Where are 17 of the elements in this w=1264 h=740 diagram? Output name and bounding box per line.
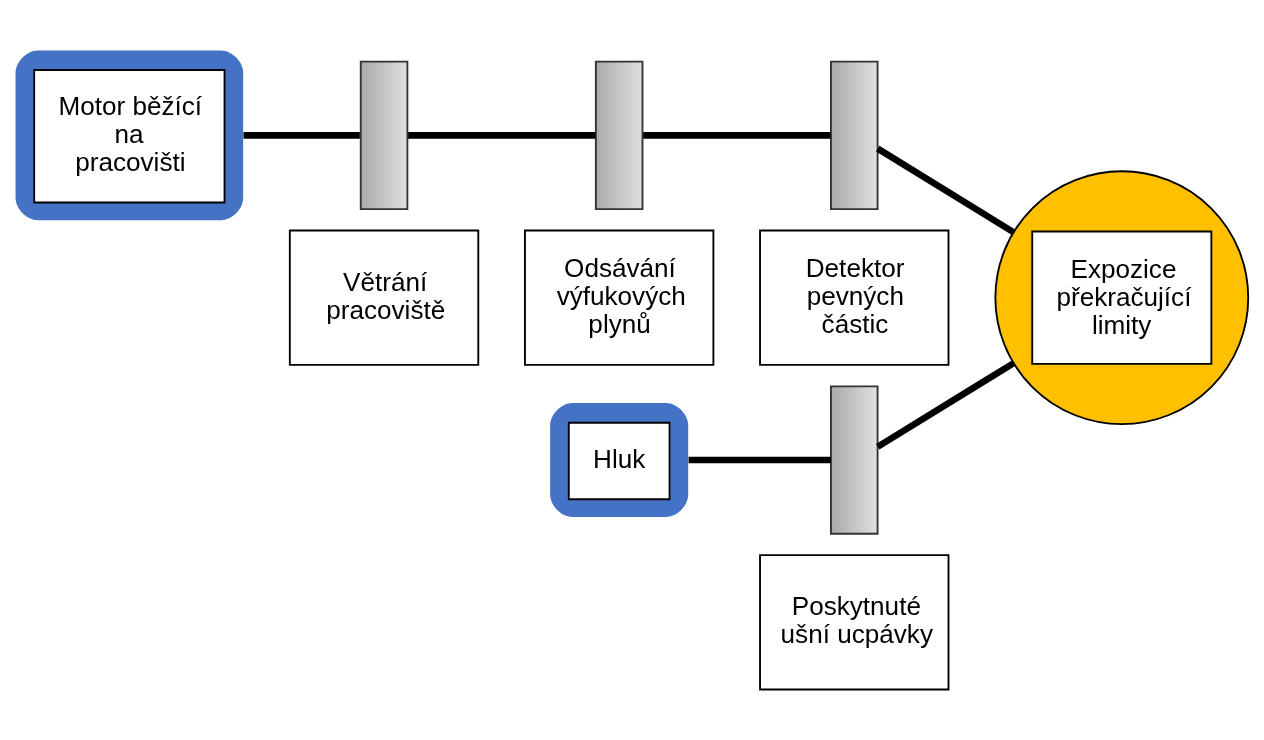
connector [643, 132, 831, 139]
node-bar [594, 60, 644, 210]
node-box: Motor běžící na pracovišti [15, 50, 244, 221]
node-bar [830, 60, 879, 210]
node-circle: Expozice překračující limity [994, 170, 1250, 426]
node-box: Hluk [550, 403, 689, 517]
node-bar [359, 60, 409, 210]
connector [408, 132, 596, 139]
connector [243, 132, 360, 139]
node-box: Odsávání výfukových plynů [524, 229, 715, 366]
connector [876, 145, 1015, 235]
node-box: Detektor pevných částic [759, 229, 950, 366]
connector [876, 360, 1015, 450]
connector [688, 456, 831, 464]
node-bar [830, 385, 879, 535]
node-box: Poskytnuté ušní ucpávky [759, 554, 950, 691]
node-box: Větrání pracoviště [288, 229, 480, 366]
